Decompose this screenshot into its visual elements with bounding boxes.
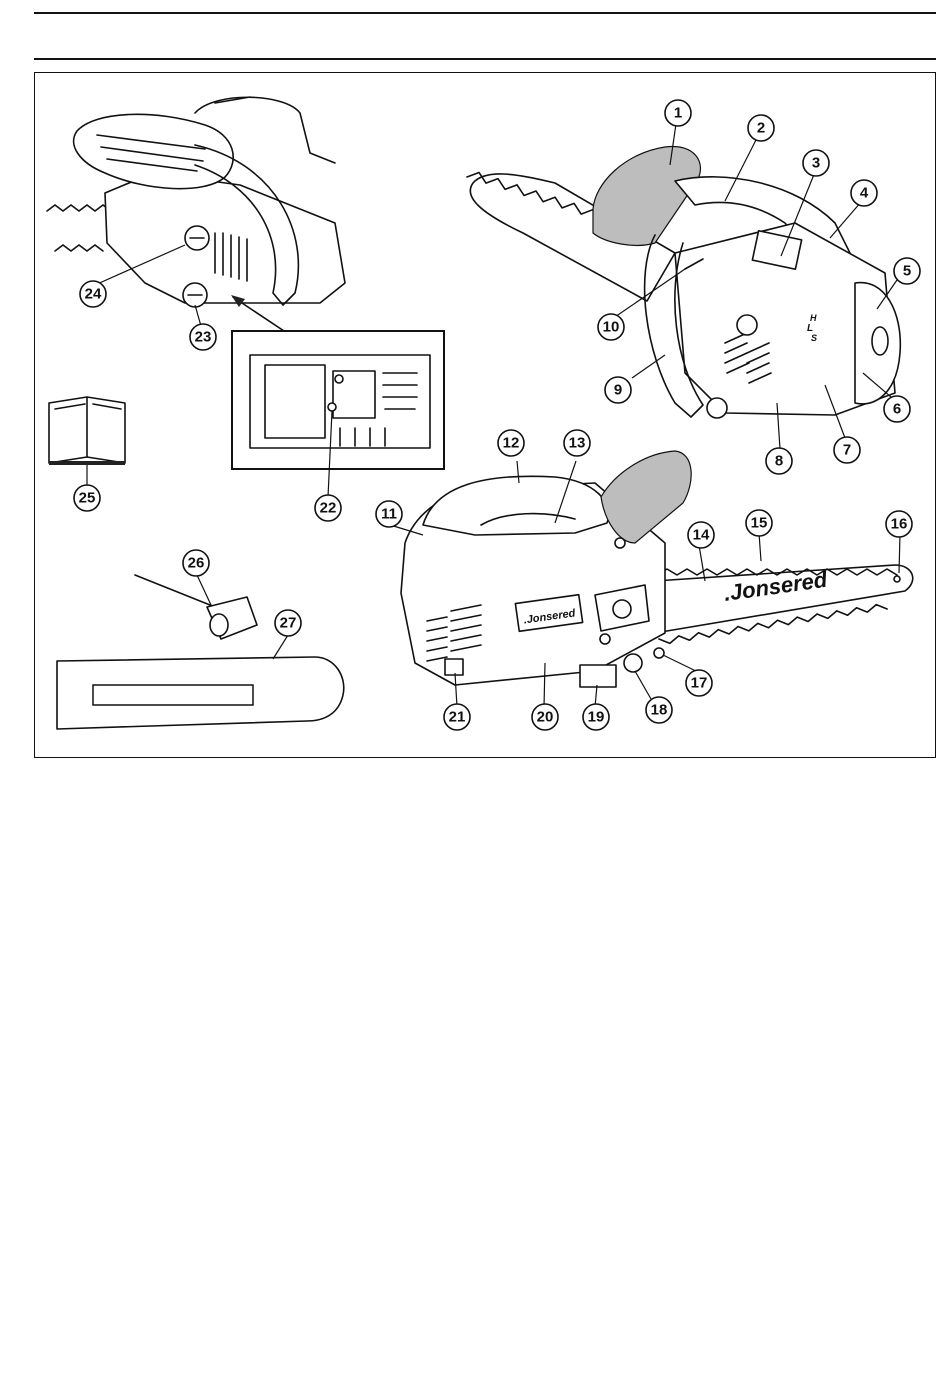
bar-guard: [57, 657, 344, 729]
callout-17: 17: [686, 670, 712, 696]
spanner-shaft: [135, 575, 215, 607]
callout-22: 22: [315, 495, 341, 521]
callout-25: 25: [74, 485, 100, 511]
callout-10: 10: [598, 314, 624, 340]
handguard-pivot: [615, 538, 625, 548]
callout-27: 27: [275, 610, 301, 636]
svg-text:8: 8: [775, 453, 783, 470]
svg-text:10: 10: [603, 319, 620, 336]
svg-text:H: H: [810, 313, 817, 323]
parts-diagram: L .Jonsered .Jonsered: [35, 73, 935, 757]
spanner-socket-end: [210, 614, 228, 636]
callout-15: 15: [746, 510, 772, 536]
detail-screw-upper: [335, 375, 343, 383]
callout-19: 19: [583, 704, 609, 730]
callout-8: 8: [766, 448, 792, 474]
bar-guard-outline: [57, 657, 344, 729]
svg-text:19: 19: [588, 709, 605, 726]
callout-20: 20: [532, 704, 558, 730]
rear-handle-part-12: [423, 476, 609, 535]
front-handguard-side: [601, 451, 691, 543]
chain-fragment-lower: [55, 245, 103, 251]
callout-23: 23: [190, 324, 216, 350]
oil-pump-cover-part-19: [580, 665, 616, 687]
svg-text:21: 21: [449, 709, 466, 726]
svg-text:14: 14: [693, 527, 710, 544]
carburettor-detail: [232, 331, 444, 469]
svg-text:4: 4: [860, 185, 869, 202]
callout-14: 14: [688, 522, 714, 548]
svg-text:17: 17: [691, 675, 708, 692]
combination-spanner: [135, 575, 257, 639]
parts-diagram-frame: L .Jonsered .Jonsered: [34, 72, 936, 758]
svg-text:25: 25: [79, 490, 96, 507]
svg-text:1: 1: [674, 105, 682, 122]
svg-text:7: 7: [843, 442, 851, 459]
callout-12: 12: [498, 430, 524, 456]
saw-three-quarter-view: L: [467, 146, 900, 418]
svg-text:16: 16: [891, 516, 908, 533]
saw-side-view: .Jonsered .Jonsered: [401, 451, 913, 687]
svg-text:24: 24: [85, 286, 102, 303]
stop-switch-part-21: [445, 659, 463, 675]
bar-nut: [613, 600, 631, 618]
callout-1: 1: [665, 100, 691, 126]
starter-grip-part-5: [872, 327, 888, 355]
bar-tip-sprocket-part-16: [894, 576, 900, 582]
callout-16: 16: [886, 511, 912, 537]
callout-24: 24: [80, 281, 106, 307]
svg-text:20: 20: [537, 709, 554, 726]
svg-text:2: 2: [757, 120, 765, 137]
callout-9: 9: [605, 377, 631, 403]
header-rule-bottom: [34, 58, 936, 60]
callout-18: 18: [646, 697, 672, 723]
svg-text:26: 26: [188, 555, 205, 572]
svg-text:27: 27: [280, 615, 297, 632]
chain-catcher-part-17: [654, 648, 664, 658]
spark-plug-cover: [737, 315, 757, 335]
svg-text:23: 23: [195, 329, 212, 346]
callout-7: 7: [834, 437, 860, 463]
callout-4: 4: [851, 180, 877, 206]
svg-text:11: 11: [381, 506, 397, 523]
callout-2: 2: [748, 115, 774, 141]
rear-body: [105, 173, 345, 303]
svg-text:22: 22: [320, 500, 337, 517]
callout-21: 21: [444, 704, 470, 730]
chain-catcher-part-8: [707, 398, 727, 418]
callout-13: 13: [564, 430, 590, 456]
header-rule-top: [34, 12, 936, 14]
svg-text:9: 9: [614, 382, 622, 399]
svg-text:13: 13: [569, 435, 586, 452]
callout-11: 11: [376, 501, 402, 527]
svg-text:15: 15: [751, 515, 768, 532]
tensioning-screw: [600, 634, 610, 644]
rear-handguard: [74, 114, 234, 188]
operator-manual-book: [49, 397, 125, 465]
svg-text:3: 3: [812, 155, 820, 172]
oil-cap-part-18: [624, 654, 642, 672]
svg-text:18: 18: [651, 702, 668, 719]
callout-26: 26: [183, 550, 209, 576]
callout-6: 6: [884, 396, 910, 422]
svg-text:6: 6: [893, 401, 901, 418]
svg-text:12: 12: [503, 435, 520, 452]
callout-5: 5: [894, 258, 920, 284]
svg-text:S: S: [811, 333, 817, 343]
front-handguard-part-1: [593, 146, 700, 245]
svg-text:5: 5: [903, 263, 911, 280]
detail-adjust-screw-part-22: [328, 403, 336, 411]
book-base: [49, 461, 125, 465]
callout-3: 3: [803, 150, 829, 176]
chain-fragment-upper: [47, 205, 111, 211]
